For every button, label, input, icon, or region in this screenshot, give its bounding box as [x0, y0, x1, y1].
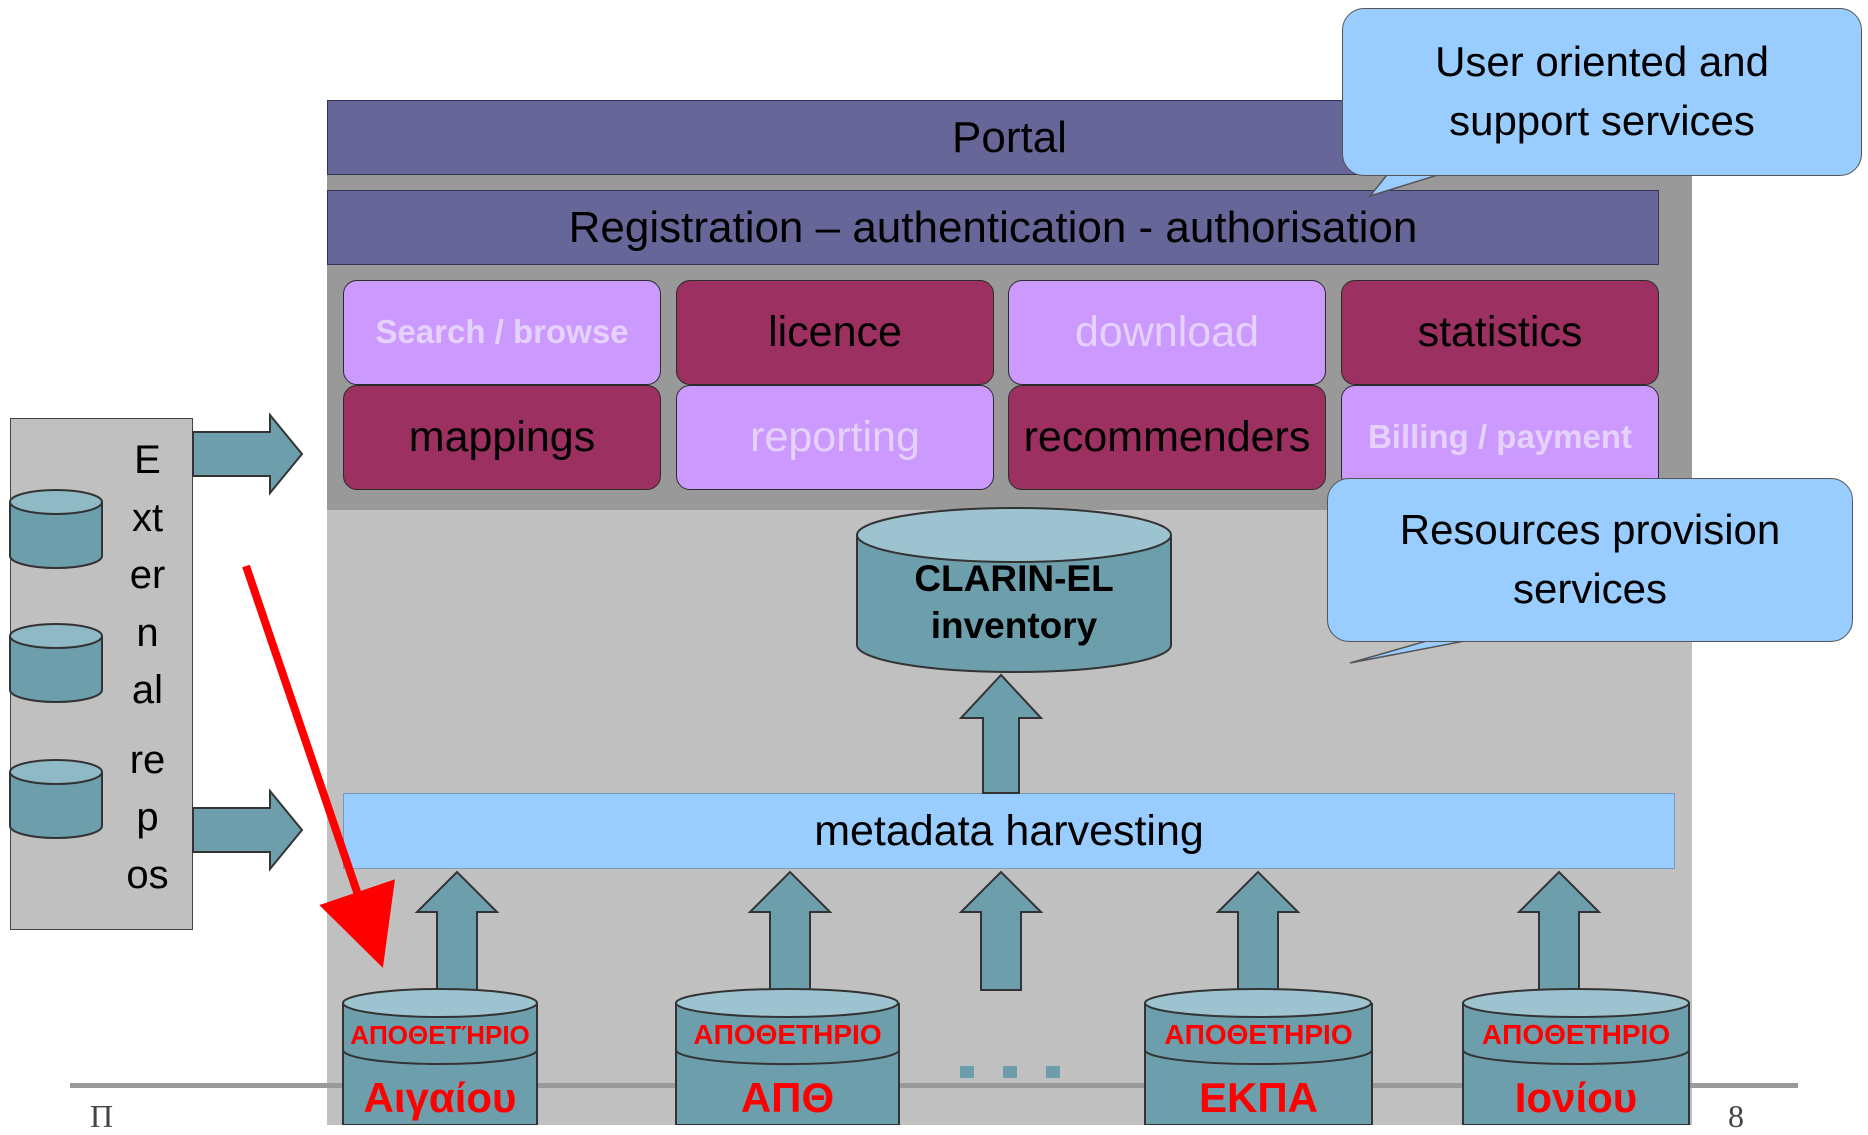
up-arrow-icon	[1516, 870, 1602, 991]
callout-tail-resources	[1349, 639, 1471, 664]
up-arrow-icon	[958, 870, 1044, 991]
external-letter: n	[136, 610, 159, 655]
right-arrow-icon	[192, 412, 304, 496]
service-label: reporting	[750, 412, 920, 461]
service-label: mappings	[408, 412, 596, 461]
service-mappings: mappings	[343, 385, 661, 490]
external-db-icon	[9, 759, 103, 839]
ellipsis-dots	[960, 1066, 1060, 1078]
up-arrow-icon	[747, 870, 833, 991]
external-label: E xt er n al re p os	[120, 432, 175, 904]
red-arrow-head	[341, 893, 385, 955]
external-letter: p	[136, 795, 159, 839]
external-letter: al	[131, 668, 164, 712]
callout-text: User oriented and support services	[1435, 38, 1769, 144]
external-letter: xt	[131, 495, 164, 540]
callout-text: Resources provision services	[1399, 506, 1781, 612]
up-arrow-icon	[414, 870, 500, 991]
footer-rule	[70, 1083, 1798, 1088]
repository-name: Ιονίου	[1514, 1073, 1638, 1121]
inventory-line: inventory	[930, 604, 1098, 646]
callout-resources-services: Resources provision services	[1327, 478, 1853, 642]
services-grid: Search / browse licence download statist…	[343, 280, 1659, 490]
up-arrow-icon	[958, 673, 1044, 794]
repository-header: ΑΠΟΘΕΤΉΡΙΟ	[350, 1019, 530, 1050]
service-label: download	[1074, 307, 1260, 356]
inventory-database-icon	[856, 507, 1172, 673]
external-letter: re	[129, 737, 166, 782]
inventory-line: CLARIN-EL	[914, 558, 1114, 600]
service-billing-payment: Billing / payment	[1341, 385, 1659, 490]
repository-header: ΑΠΟΘΕΤΗΡΙΟ	[1164, 1019, 1353, 1050]
repository-database-icon	[1144, 988, 1373, 1125]
service-label: Billing / payment	[1367, 418, 1633, 456]
repository-database-icon	[342, 988, 538, 1125]
harvesting-label: metadata harvesting	[814, 806, 1204, 855]
service-label: Search / browse	[375, 313, 629, 351]
callout-user-services: User oriented and support services	[1342, 8, 1862, 176]
service-reporting: reporting	[676, 385, 994, 490]
service-download: download	[1008, 280, 1326, 385]
external-letter: E	[134, 438, 161, 482]
repository-name: ΕΚΠΑ	[1198, 1073, 1318, 1121]
registration-label: Registration – authentication - authoris…	[568, 202, 1418, 252]
service-statistics: statistics	[1341, 280, 1659, 385]
repository-database-icon	[1462, 988, 1690, 1125]
portal-label: Portal	[952, 112, 1067, 162]
right-arrow-icon	[192, 788, 304, 872]
up-arrow-icon	[1215, 870, 1301, 991]
service-label: statistics	[1417, 307, 1583, 356]
repository-name: Αιγαίου	[363, 1073, 517, 1121]
service-label: licence	[768, 307, 902, 356]
repository-header: ΑΠΟΘΕΤΗΡΙΟ	[1481, 1019, 1671, 1050]
inventory-label: CLARIN-EL inventory	[857, 555, 1171, 650]
repository-name: ΑΠΘ	[740, 1073, 835, 1121]
repository-database-icon	[675, 988, 900, 1125]
service-licence: licence	[676, 280, 994, 385]
service-label: recommenders	[1023, 412, 1311, 461]
red-arrow	[242, 564, 395, 968]
repository-header: ΑΠΟΘΕΤΗΡΙΟ	[693, 1019, 882, 1050]
registration-bar: Registration – authentication - authoris…	[327, 190, 1659, 265]
service-recommenders: recommenders	[1008, 385, 1326, 490]
service-search-browse: Search / browse	[343, 280, 661, 385]
external-db-icon	[9, 623, 103, 703]
external-letter: er	[129, 553, 166, 597]
external-db-icon	[9, 489, 103, 569]
external-letter: os	[126, 852, 169, 897]
metadata-harvesting-bar: metadata harvesting	[343, 793, 1675, 869]
